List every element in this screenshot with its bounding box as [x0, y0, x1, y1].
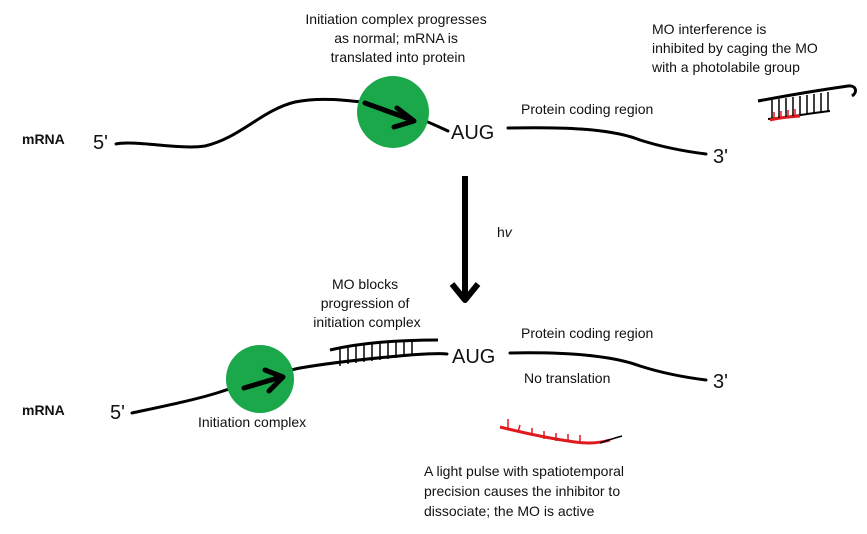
top-progress-note: Initiation complex progresses as normal;… [305, 11, 490, 65]
bottom-mrna-label: mRNA [22, 402, 65, 418]
light-activation-arrow-icon [449, 176, 481, 303]
no-translation-label: No translation [524, 370, 610, 386]
top-mrna-label: mRNA [22, 131, 65, 147]
top-caging-note: MO interference is inhibited by caging t… [651, 21, 822, 75]
hv-label: hv [497, 224, 513, 240]
bottom-initiation-complex [226, 345, 294, 413]
bottom-mrna-5-utr-strand [130, 352, 449, 415]
bottom-coding-region-label: Protein coding region [521, 325, 653, 341]
bottom-start-codon: AUG [452, 346, 495, 368]
bottom-three-prime-label: 3' [713, 371, 728, 393]
top-start-codon: AUG [451, 122, 494, 144]
top-direction-arrow-icon [362, 100, 417, 130]
top-coding-strand [506, 126, 708, 156]
bottom-direction-arrow-icon [241, 367, 286, 394]
released-cage-icon [499, 419, 623, 445]
initiation-complex-label: Initiation complex [198, 414, 306, 430]
bottom-five-prime-label: 5' [110, 402, 125, 424]
light-pulse-note: A light pulse with spatiotemporal precis… [424, 463, 628, 519]
caged-mo-icon [757, 84, 857, 122]
mo-blocks-note: MO blocks progression of initiation comp… [313, 276, 420, 330]
top-five-prime-label: 5' [93, 132, 108, 154]
top-three-prime-label: 3' [713, 146, 728, 168]
top-coding-region-label: Protein coding region [521, 101, 653, 117]
bound-morpholino-oligo [329, 338, 439, 366]
bottom-coding-strand [508, 351, 708, 382]
